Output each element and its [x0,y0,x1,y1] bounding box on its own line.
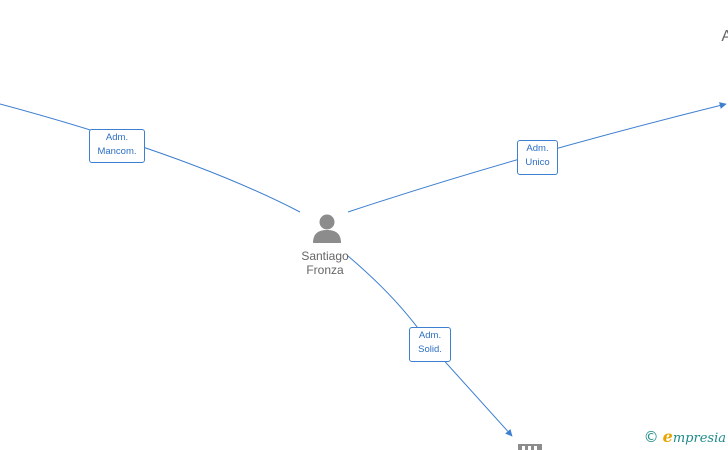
edge-label-line1: Adm. [105,132,129,143]
brand-initial: e [662,427,673,446]
edge-label-line1: Adm. [526,143,549,154]
edge-mancom-line [0,103,301,213]
watermark: © empresia [643,427,726,447]
edge-label-line2: Solid. [418,344,442,355]
person-name-line2: Fronza [306,263,344,277]
person-name-line1: Santiago [301,249,349,263]
person-icon[interactable] [311,213,343,243]
copyright-icon: © [643,428,659,446]
company-icon[interactable] [518,444,542,450]
edge-label-mancom[interactable]: Adm. Mancom. [89,129,145,163]
brand-logo: empresia [662,427,726,447]
edge-label-line1: Adm. [418,330,442,341]
edge-label-unico[interactable]: Adm. Unico [517,140,558,175]
edge-label-solid[interactable]: Adm. Solid. [409,327,451,362]
edge-label-line2: Mancom. [97,146,137,157]
brand-rest: mpresia [672,431,726,446]
person-name[interactable]: Santiago Fronza [285,249,365,277]
edge-label-line2: Unico [525,157,550,168]
offscreen-node-label: A [721,28,728,45]
